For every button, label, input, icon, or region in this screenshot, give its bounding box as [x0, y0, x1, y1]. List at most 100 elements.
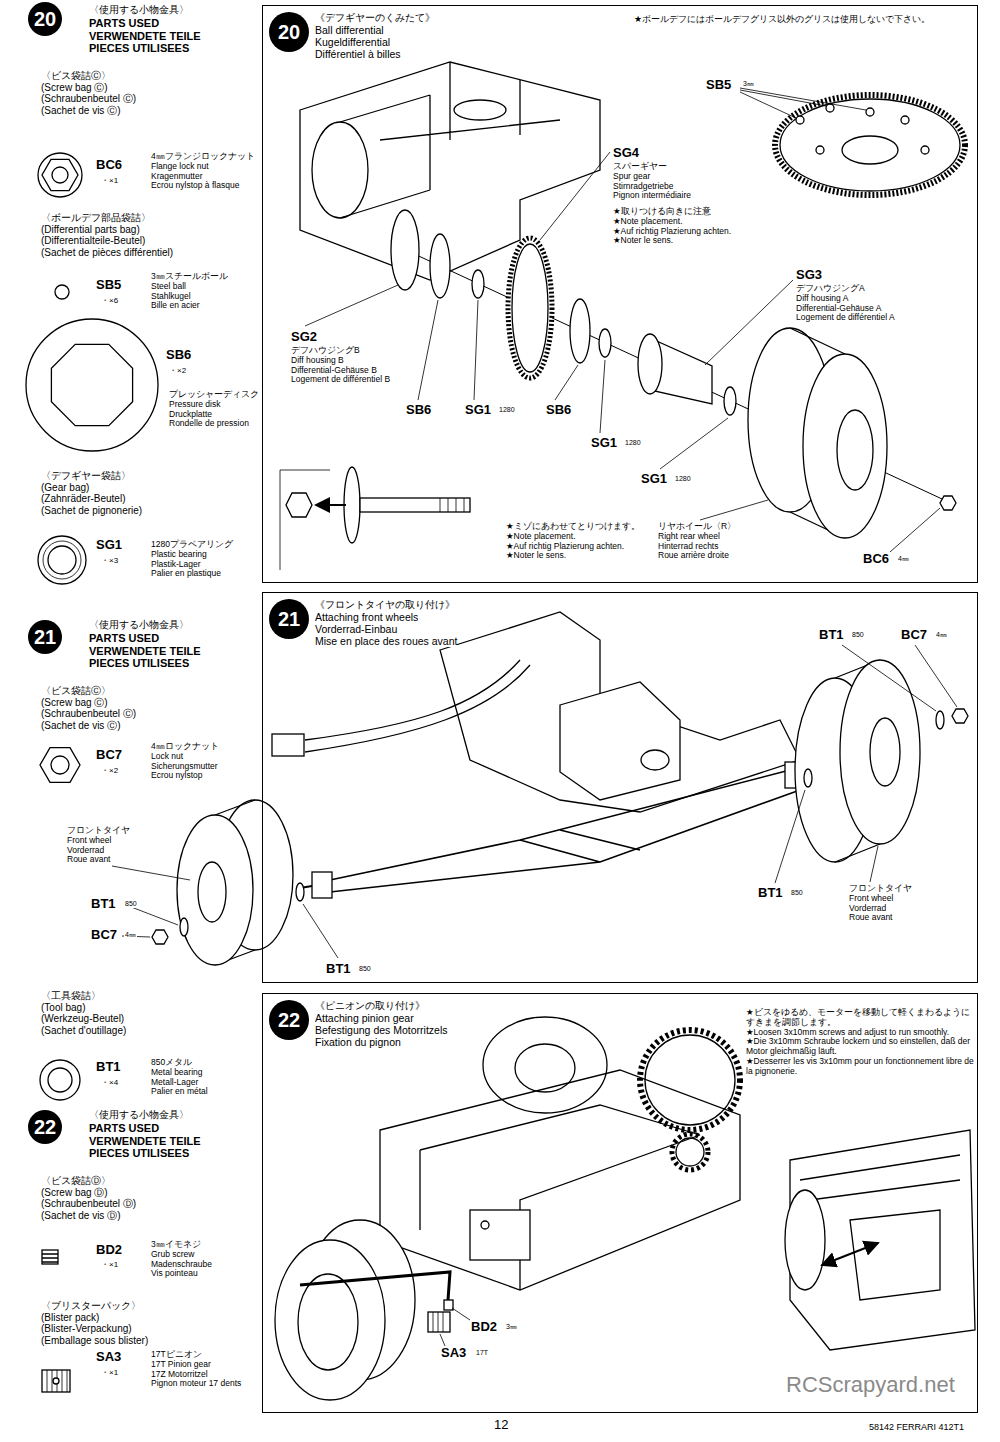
panel-title-text: Différentiel à billes	[315, 48, 435, 60]
part-text: 850	[790, 889, 804, 897]
part-text: ★Loosen 3x10mm screws and adjust to run …	[745, 1028, 977, 1038]
part-text: ★Note placement.	[505, 532, 577, 542]
flange-nut-icon	[42, 159, 78, 190]
part-text: 4㎜	[935, 631, 948, 639]
part-text: 58142 FERRARI 412T1	[868, 1422, 965, 1432]
part-code: BC7	[95, 748, 123, 763]
part-text: Ecrou nylstop à flasque	[150, 181, 260, 191]
part-text: (Screw bag Ⓒ)	[40, 82, 109, 94]
part-text: 1280	[674, 475, 692, 483]
chassis-drawing	[380, 1070, 740, 1290]
part-code: SG2	[290, 330, 318, 345]
step-number: 22	[278, 1010, 300, 1030]
part-text: ★Auf richtig Plazierung achten.	[612, 227, 732, 237]
part-text: ★ビスをゆるめ、モーターを移動して軽くまわるようにすきまを調節します。	[745, 1008, 977, 1028]
part-text: リヤホイール〈R〉	[657, 522, 737, 532]
part-code: BT1	[818, 628, 845, 643]
part-text: Pressure disk	[168, 400, 262, 410]
inset-frame	[280, 470, 330, 570]
panel-title: 《ピニオンの取り付け》Attaching pinion gearBefestig…	[315, 1000, 447, 1048]
plastic-bearing	[599, 329, 611, 357]
part-text: 3㎜スチールボール	[150, 272, 260, 282]
spur-gear-top	[780, 99, 960, 191]
part-text: ★Die 3x10mm Schraube lockern und so eins…	[745, 1037, 977, 1057]
part-text: 4㎜	[124, 931, 137, 939]
steel-ball	[901, 116, 909, 124]
part-code: SA3	[95, 1350, 122, 1365]
part-text: Differential-Gehäuse B	[290, 366, 378, 376]
motor-drawing	[312, 122, 368, 218]
panel-title-text: Fixation du pignon	[315, 1036, 447, 1048]
part-text: Roue avant	[848, 913, 893, 923]
part-text: Roue arrière droite	[657, 551, 730, 561]
part-text: 850	[358, 965, 372, 973]
plastic-bearing-icon	[48, 546, 76, 574]
metal-bearing-icon	[40, 1060, 80, 1100]
spur-gear	[512, 244, 548, 372]
grub-screw-icon	[42, 1254, 58, 1262]
part-text: Vorderrad	[66, 846, 105, 856]
pinion-detail	[672, 1134, 708, 1170]
step-number-circle: 22	[269, 1000, 309, 1040]
part-text: 1280	[498, 406, 516, 414]
step-number: 22	[34, 1117, 56, 1137]
pinion-icon	[42, 1370, 70, 1392]
part-text: Vis pointeau	[150, 1269, 260, 1279]
part-code: SA3	[440, 1346, 467, 1361]
spur-gear-top	[842, 136, 898, 164]
pinion-icon	[53, 1378, 59, 1384]
pinion-gear	[433, 1312, 443, 1332]
part-text: ★Auf richtig Plazierung achten.	[505, 542, 625, 552]
part-code: SB6	[545, 403, 572, 418]
panel-title-text: Attaching pinion gear	[315, 1012, 447, 1024]
part-text: 17Z Motorritzel	[150, 1370, 260, 1380]
part-text: (Differential parts bag)	[40, 224, 141, 236]
plastic-bearing	[472, 270, 484, 298]
part-text: (Screw bag Ⓓ)	[40, 1187, 109, 1199]
part-code: SG3	[795, 268, 823, 283]
part-text: Logement de différentiel B	[290, 375, 391, 385]
part-text: Stirnradgetriebe	[612, 182, 674, 192]
part-code: VERWENDETE TEILE	[88, 1135, 202, 1148]
part-text: Spur gear	[612, 172, 651, 182]
part-code: SB5	[95, 278, 122, 293]
part-code: PARTS USED	[88, 632, 160, 645]
part-text: デフハウジングA	[795, 284, 866, 294]
panel-title-text: Mise en place des roues avant	[315, 635, 457, 647]
part-text: Plastik-Lager	[150, 560, 260, 570]
spur-gear-detail	[645, 1035, 735, 1125]
part-text: ★Note placement.	[612, 217, 684, 227]
part-text: 〈使用する小物金具〉	[88, 1109, 190, 1121]
step-number-circle: 20	[269, 12, 309, 52]
front-tire	[483, 1017, 607, 1113]
metal-bearing	[936, 711, 944, 729]
part-code: SB6	[165, 348, 192, 363]
part-text: 1280	[624, 439, 642, 447]
part-text: Kragenmutter	[150, 172, 260, 182]
part-text: Madenschraube	[150, 1260, 260, 1270]
panel-title: 《フロントタイヤの取り付け》Attaching front wheelsVord…	[315, 599, 457, 647]
part-text: 4㎜フランジロックナット	[150, 152, 260, 162]
part-text: プレッシャーディスク	[168, 390, 262, 400]
part-text: 17Tピニオン	[150, 1350, 260, 1360]
motor-plate-screw	[481, 1221, 489, 1229]
part-code: BC7	[900, 628, 928, 643]
part-text: (Schraubenbeutel Ⓓ)	[40, 1198, 137, 1210]
part-text: 17T Pinion gear	[150, 1360, 260, 1370]
chassis-drawing	[420, 1105, 700, 1290]
part-text: Differential-Gehäuse A	[795, 304, 882, 314]
part-code: BT1	[95, 1060, 122, 1075]
part-text: 1280プラベアリング	[150, 540, 260, 550]
rear-wheel	[275, 1240, 385, 1400]
part-text: (Gear bag)	[40, 482, 90, 494]
part-text: Sicherungsmutter	[150, 762, 260, 772]
part-code: SB6	[405, 403, 432, 418]
flange-nut	[940, 496, 956, 510]
pinion-icon	[47, 1370, 67, 1392]
chassis-drawing	[300, 62, 600, 280]
inset-wheel	[785, 1190, 825, 1290]
part-text: Stahlkugel	[150, 292, 260, 302]
part-text: Vorderrad	[848, 904, 887, 914]
antenna-post	[519, 80, 520, 135]
wire-drawing	[305, 660, 530, 752]
